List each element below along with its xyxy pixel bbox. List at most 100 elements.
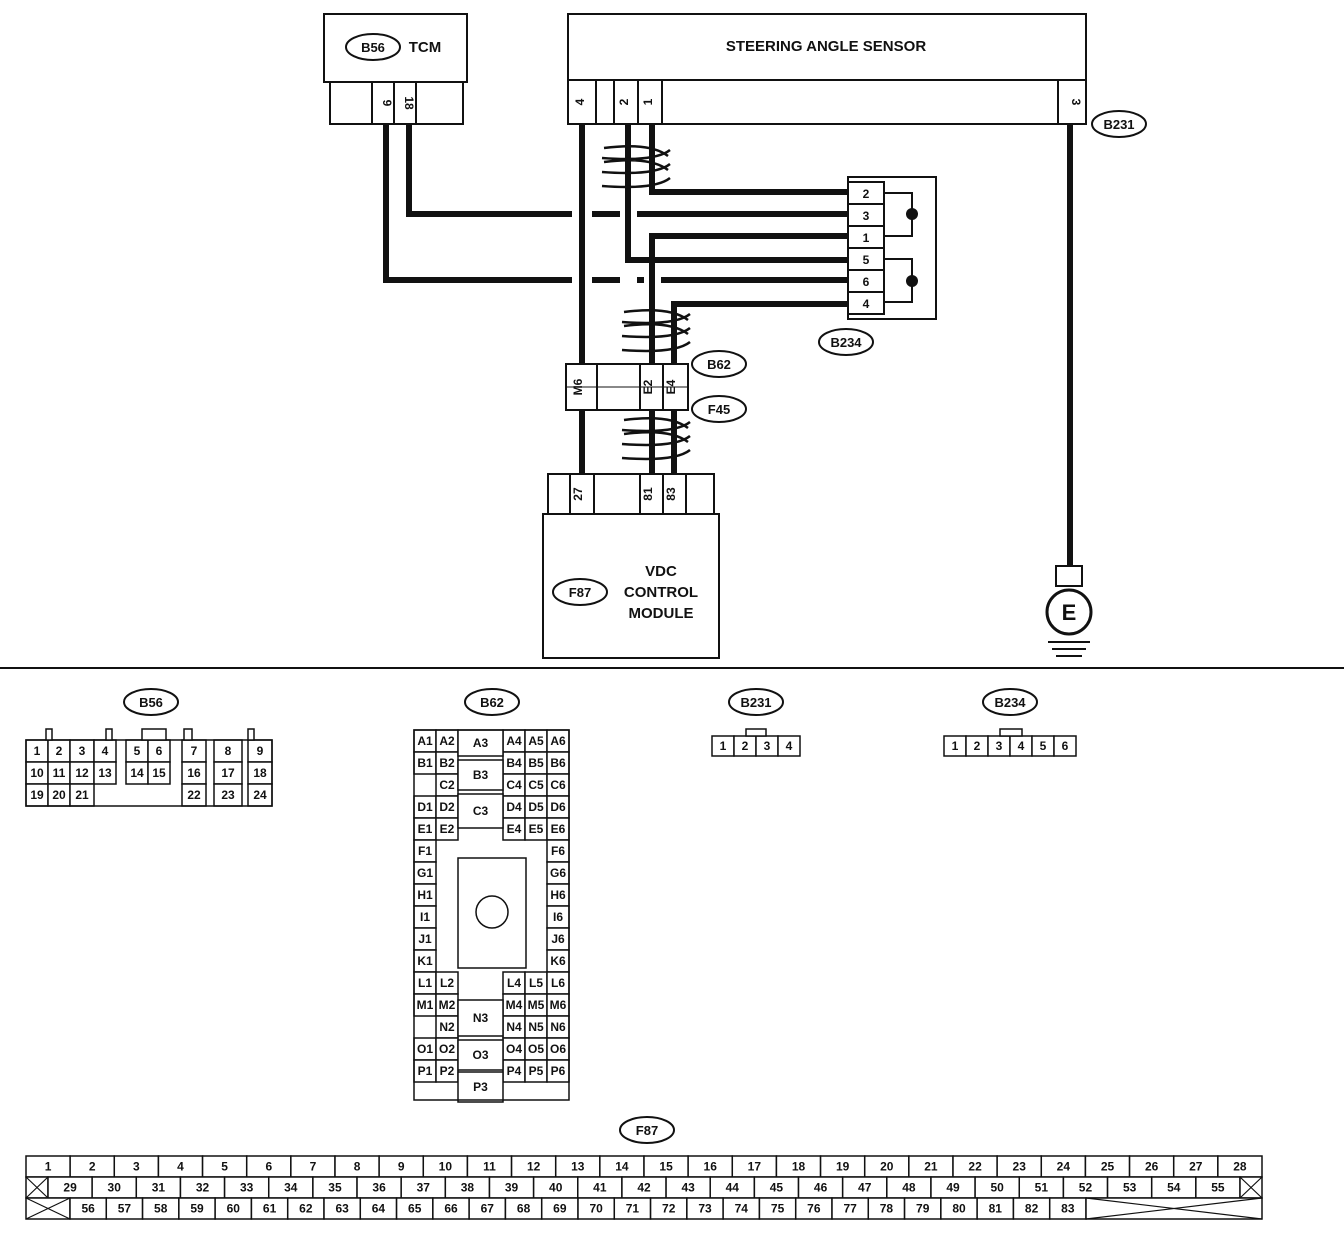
- svg-text:N4: N4: [506, 1020, 522, 1034]
- f87-cell: 82: [1012, 1197, 1051, 1220]
- b62-cell: D5: [524, 795, 548, 819]
- b234-pin-6: 6: [863, 275, 870, 289]
- svg-text:24: 24: [1057, 1160, 1071, 1174]
- f87-cell: 27: [1172, 1155, 1219, 1178]
- svg-text:12: 12: [75, 766, 89, 780]
- b56-cell: 21: [69, 783, 95, 807]
- f87-cell: 30: [91, 1176, 138, 1199]
- sensor-name: STEERING ANGLE SENSOR: [726, 38, 926, 55]
- svg-text:P1: P1: [418, 1064, 433, 1078]
- b62-cell: B3: [457, 759, 504, 791]
- svg-text:G1: G1: [417, 866, 433, 880]
- svg-text:22: 22: [968, 1160, 982, 1174]
- vdc-name-line1: VDC: [645, 563, 677, 580]
- f87-cell: 39: [488, 1176, 535, 1199]
- svg-text:30: 30: [108, 1181, 122, 1195]
- view-b62-title: B62: [480, 695, 504, 710]
- svg-text:11: 11: [483, 1160, 496, 1174]
- ground-label: E: [1062, 600, 1077, 625]
- svg-text:65: 65: [408, 1202, 422, 1216]
- svg-text:54: 54: [1167, 1181, 1181, 1195]
- f87-cell: 32: [179, 1176, 226, 1199]
- svg-text:13: 13: [571, 1160, 585, 1174]
- svg-text:L5: L5: [529, 976, 543, 990]
- svg-text:B1: B1: [417, 756, 433, 770]
- svg-text:21: 21: [924, 1160, 938, 1174]
- svg-text:40: 40: [549, 1181, 563, 1195]
- b234-tab: [999, 728, 1023, 737]
- twisted-pair-marks: [601, 144, 691, 461]
- b56-tab: [45, 728, 53, 741]
- svg-text:L2: L2: [440, 976, 454, 990]
- b56-tab: [247, 728, 255, 741]
- b62-cell: L4: [502, 971, 526, 995]
- f87-cell: 34: [267, 1176, 314, 1199]
- svg-text:K1: K1: [417, 954, 433, 968]
- svg-text:P2: P2: [440, 1064, 455, 1078]
- f87-cell: 67: [468, 1197, 507, 1220]
- b62-cell: M5: [524, 993, 548, 1017]
- b62-cell: I1: [413, 905, 437, 929]
- svg-text:82: 82: [1025, 1202, 1039, 1216]
- svg-text:2: 2: [742, 739, 749, 753]
- b56-tab: [183, 728, 193, 741]
- b62-cell: M1: [413, 993, 437, 1017]
- svg-text:4: 4: [1018, 739, 1025, 753]
- svg-text:G6: G6: [550, 866, 566, 880]
- svg-text:34: 34: [284, 1181, 298, 1195]
- b231-cell: 2: [733, 735, 757, 757]
- b234-cell: 3: [987, 735, 1011, 757]
- b62-badge-text: B62: [707, 357, 731, 372]
- svg-text:25: 25: [1101, 1160, 1115, 1174]
- f87-cell: 31: [135, 1176, 182, 1199]
- b62-cell: B4: [502, 751, 526, 775]
- svg-text:C4: C4: [506, 778, 522, 792]
- f87-cell: 37: [400, 1176, 447, 1199]
- svg-text:B4: B4: [506, 756, 522, 770]
- svg-text:H1: H1: [417, 888, 433, 902]
- svg-text:77: 77: [843, 1202, 857, 1216]
- f87-cell: 11: [466, 1155, 513, 1178]
- svg-text:62: 62: [299, 1202, 313, 1216]
- f87-cell: 50: [974, 1176, 1021, 1199]
- svg-text:H6: H6: [550, 888, 566, 902]
- svg-text:27: 27: [1189, 1160, 1203, 1174]
- sensor-pin-3: 3: [1069, 99, 1083, 106]
- b62-cell: O3: [457, 1039, 504, 1071]
- f87-cell: 63: [323, 1197, 362, 1220]
- b62-cell: C4: [502, 773, 526, 797]
- svg-text:A2: A2: [439, 734, 455, 748]
- b62-cell: B5: [524, 751, 548, 775]
- svg-text:B3: B3: [473, 768, 489, 782]
- f87-cell: 77: [831, 1197, 870, 1220]
- tcm-name: TCM: [409, 39, 442, 56]
- b62-cell: C5: [524, 773, 548, 797]
- svg-text:61: 61: [263, 1202, 277, 1216]
- svg-text:31: 31: [152, 1181, 166, 1195]
- tcm-pin-9: 9: [380, 100, 394, 107]
- b56-cell: 9: [247, 739, 273, 763]
- f87-cell: 60: [214, 1197, 253, 1220]
- svg-text:N5: N5: [528, 1020, 544, 1034]
- b62-cell: D6: [546, 795, 570, 819]
- b56-cell: 5: [125, 739, 149, 763]
- svg-text:M2: M2: [439, 998, 456, 1012]
- b62-cell: E5: [524, 817, 548, 841]
- b62-cell: H1: [413, 883, 437, 907]
- f87-cell: 78: [867, 1197, 906, 1220]
- b231-tab: [745, 728, 767, 737]
- f87-cell: 16: [687, 1155, 734, 1178]
- f87-cell: 43: [665, 1176, 711, 1199]
- sensor-pin-1: 1: [641, 98, 655, 105]
- f87-cell: 79: [903, 1197, 942, 1220]
- f87-cell: 49: [930, 1176, 976, 1199]
- svg-text:D6: D6: [550, 800, 566, 814]
- f87-cell: 83: [1048, 1197, 1087, 1220]
- b56-cell: 3: [69, 739, 95, 763]
- svg-text:3: 3: [79, 744, 86, 758]
- f87-cell: 52: [1062, 1176, 1109, 1199]
- svg-text:N2: N2: [439, 1020, 455, 1034]
- b62-cell: P3: [457, 1071, 504, 1103]
- b56-cell: 12: [69, 761, 95, 785]
- f87-cell: 15: [643, 1155, 689, 1178]
